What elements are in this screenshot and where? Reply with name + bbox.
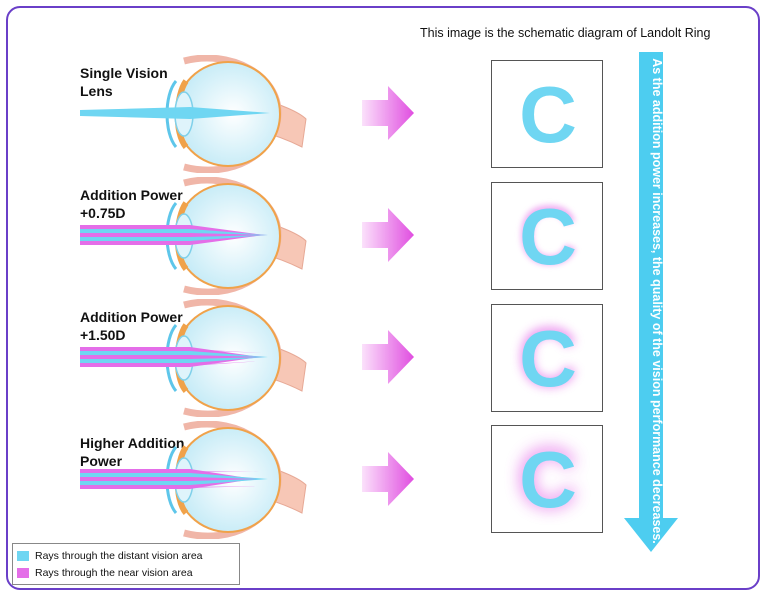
row-label-line2: +0.75D [80, 205, 126, 221]
legend-swatch-near [17, 568, 29, 578]
eye-illustration [80, 421, 307, 539]
vision-quality-note-text: As the addition power increases, the qua… [650, 58, 664, 544]
landolt-ring-glow: C [518, 431, 579, 525]
right-arrow-icon [362, 330, 414, 384]
legend-item-distant: Rays through the distant vision area [17, 549, 203, 563]
eye-illustration [80, 299, 307, 417]
row-label-line2: Lens [80, 83, 113, 99]
landolt-ring-icon: CC [518, 188, 579, 282]
row-label-line1: Higher Addition [80, 435, 185, 451]
diagram-title: This image is the schematic diagram of L… [420, 26, 711, 40]
legend-swatch-distant [17, 551, 29, 561]
row-label-line1: Addition Power [80, 309, 183, 325]
vision-quality-note: As the addition power increases, the qua… [650, 58, 664, 544]
right-arrow-icon [362, 86, 414, 140]
landolt-ring-glow: C [518, 188, 579, 282]
row-label-line2: +1.50D [80, 327, 126, 343]
landolt-ring-letter: C [519, 192, 577, 281]
diagram-frame [6, 6, 760, 590]
right-arrow-icon [362, 208, 414, 262]
landolt-ring-letter: C [519, 314, 577, 403]
down-arrow-icon [624, 52, 678, 552]
landolt-ring-letter: C [519, 70, 577, 159]
landolt-ring-glow: C [518, 310, 579, 404]
row-label-higher-addition: Higher Addition Power [80, 434, 184, 470]
legend-label-near: Rays through the near vision area [35, 567, 193, 579]
eye-illustration [80, 55, 307, 173]
row-label-single-vision: Single Vision Lens [80, 64, 168, 100]
landolt-ring-icon: CC [518, 431, 579, 525]
legend-item-near: Rays through the near vision area [17, 566, 193, 580]
eye-illustration [80, 177, 307, 295]
row-label-addition-150: Addition Power +1.50D [80, 308, 183, 344]
row-label-line2: Power [80, 453, 123, 469]
row-label-line1: Single Vision [80, 65, 168, 81]
landolt-ring-box: C [491, 60, 603, 168]
legend: Rays through the distant vision area Ray… [12, 543, 240, 585]
landolt-ring-icon: C [519, 70, 577, 159]
landolt-ring-letter: C [519, 435, 577, 524]
landolt-ring-icon: CC [518, 310, 579, 404]
legend-label-distant: Rays through the distant vision area [35, 550, 203, 562]
row-label-addition-075: Addition Power +0.75D [80, 186, 183, 222]
row-label-line1: Addition Power [80, 187, 183, 203]
right-arrow-icon [362, 452, 414, 506]
